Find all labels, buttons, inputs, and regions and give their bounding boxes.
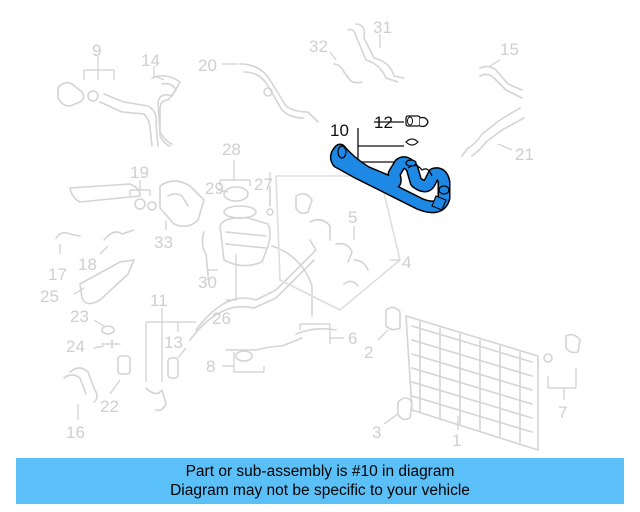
part-number-20: 20	[198, 56, 217, 75]
part-number-32: 32	[309, 37, 328, 56]
part-number-14: 14	[141, 51, 160, 70]
part-10-hose	[329, 143, 451, 214]
part-number-16: 16	[66, 423, 85, 442]
part-number-11: 11	[150, 291, 168, 310]
part-number-27: 27	[254, 175, 273, 194]
part-number-5: 5	[348, 208, 357, 227]
part-number-21: 21	[515, 145, 534, 164]
caption-line-2: Diagram may not be specific to your vehi…	[170, 482, 470, 499]
part-number-6: 6	[348, 329, 357, 348]
part-number-28: 28	[222, 140, 241, 159]
part-12-fitting	[405, 115, 429, 128]
part-number-4: 4	[402, 253, 411, 272]
part-number-31: 31	[373, 18, 392, 37]
info-caption: Part or sub-assembly is #10 in diagram D…	[16, 458, 624, 504]
part-number-33: 33	[154, 233, 173, 252]
gray-parts	[55, 23, 581, 451]
part-number-2-left: 2	[364, 343, 373, 362]
part-number-8: 8	[206, 357, 215, 376]
part-number-26: 26	[212, 309, 231, 328]
part-number-7: 7	[558, 403, 567, 422]
part-number-22: 22	[100, 397, 119, 416]
part-number-19: 19	[130, 163, 149, 182]
part-number-23: 23	[70, 307, 89, 326]
gray-part-numbers: 9 14 20 31 32 15 21 19 28 29 27 33 17 18…	[40, 18, 567, 450]
part-number-18: 18	[78, 255, 97, 274]
part-number-13: 13	[164, 333, 183, 352]
highlighted-assembly: 10 12	[329, 113, 451, 214]
part-number-9: 9	[92, 41, 101, 60]
part-number-15: 15	[500, 40, 519, 59]
part-number-1: 1	[452, 431, 461, 450]
part-number-24: 24	[66, 337, 85, 356]
part-number-3: 3	[372, 423, 381, 442]
part-number-17: 17	[48, 265, 67, 284]
part-number-25: 25	[40, 287, 59, 306]
part-number-12: 12	[374, 113, 393, 132]
part-number-30: 30	[198, 273, 217, 292]
part-number-29: 29	[205, 179, 224, 198]
part-number-10: 10	[330, 121, 349, 140]
caption-line-1: Part or sub-assembly is #10 in diagram	[185, 463, 455, 480]
gray-leader-lines	[59, 34, 577, 430]
